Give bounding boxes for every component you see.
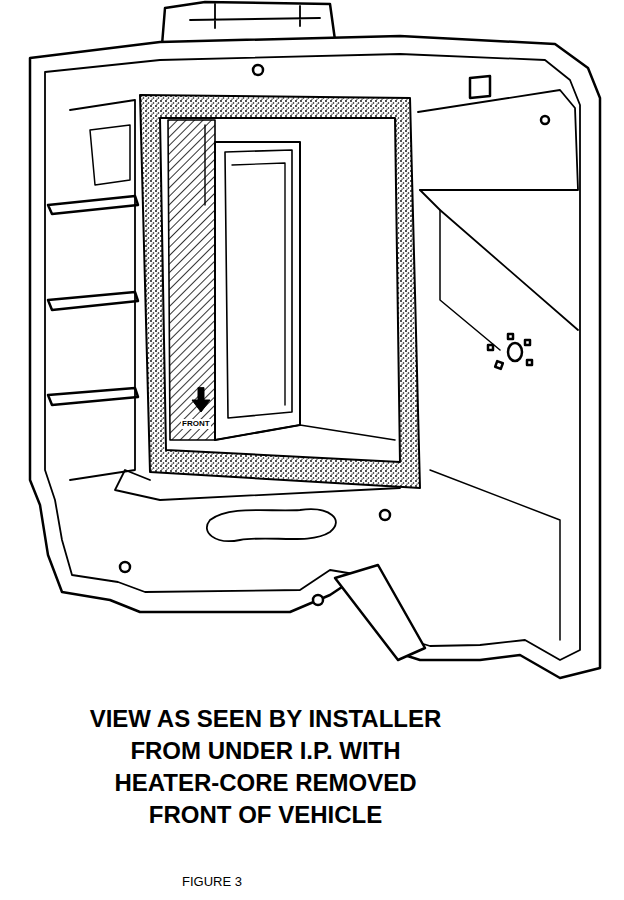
figure-number: FIGURE 3 (172, 874, 252, 890)
figure-caption: VIEW AS SEEN BY INSTALLER FROM UNDER I.P… (78, 703, 453, 831)
direction-label: FRONT (181, 419, 211, 429)
